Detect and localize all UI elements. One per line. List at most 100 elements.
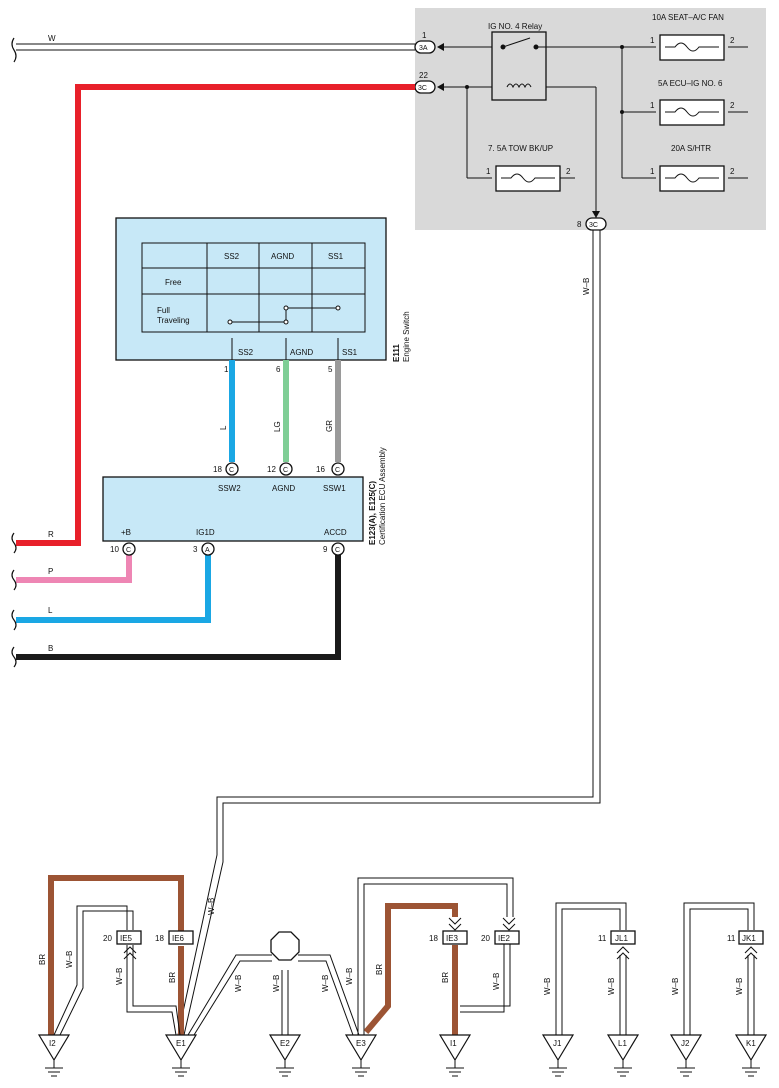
- junction-ie6: IE6 18: [155, 930, 194, 945]
- arrow-up-icon: [744, 946, 758, 960]
- svg-text:3C: 3C: [589, 222, 598, 229]
- fuse-s-htr: 20A S/HTR 1 2: [650, 144, 735, 192]
- svg-text:10: 10: [110, 545, 119, 554]
- pin-6: 6: [276, 365, 281, 374]
- wire-wb-splice: [187, 954, 360, 1036]
- ground-symbol-icon: [446, 1060, 464, 1077]
- wire-label-br: BR: [375, 964, 384, 975]
- ground-e1: E1: [164, 1034, 198, 1077]
- ground-triangle-icon: [541, 1034, 575, 1062]
- svg-text:11: 11: [727, 934, 736, 943]
- svg-text:5A ECU–IG NO. 6: 5A ECU–IG NO. 6: [658, 79, 723, 88]
- junction-dot: [620, 110, 624, 114]
- ground-symbol-icon: [614, 1060, 632, 1077]
- svg-text:JK1: JK1: [742, 934, 756, 943]
- connector-3a: 3A 1: [414, 31, 436, 54]
- svg-text:3: 3: [193, 545, 198, 554]
- svg-text:AGND: AGND: [272, 484, 295, 493]
- svg-text:C: C: [335, 467, 340, 474]
- wire-label-wb: W–B: [735, 978, 744, 995]
- wire-label-wb: W–B: [65, 951, 74, 968]
- wire-label-wb: W–B: [272, 975, 281, 992]
- terminal-ss2: SS2: [238, 348, 254, 357]
- wire-label-w: W: [48, 34, 56, 43]
- wire-wb-j1-jl1: [555, 902, 627, 1035]
- terminal-ss1: SS1: [342, 348, 358, 357]
- fuse-seat-ac: 10A SEAT–A/C FAN 1 2: [650, 13, 735, 61]
- ecu-connector-18c: C 18 SSW2: [213, 462, 241, 493]
- junction-ie2: IE2 20: [481, 930, 520, 945]
- arrow-icon: [437, 83, 444, 91]
- svg-text:20A S/HTR: 20A S/HTR: [671, 144, 711, 153]
- wire-wb-main: [177, 230, 601, 1036]
- ground-symbol-icon: [172, 1060, 190, 1077]
- ecu-connector-9c: C 9: [323, 542, 345, 556]
- svg-text:10A SEAT–A/C FAN: 10A SEAT–A/C FAN: [652, 13, 724, 22]
- ecu-connector-3a: A 3: [193, 542, 215, 556]
- ground-label: E1: [176, 1039, 186, 1048]
- svg-text:1: 1: [422, 31, 427, 40]
- wire-label-wb: W–B: [492, 973, 501, 990]
- svg-text:16: 16: [316, 465, 325, 474]
- ground-k1: K1: [734, 1034, 768, 1077]
- wire-label-b: B: [48, 644, 53, 653]
- ecu-connector-10c: C 10: [110, 542, 136, 556]
- pin-1: 1: [224, 365, 229, 374]
- ground-label: J1: [553, 1039, 562, 1048]
- ground-triangle-icon: [268, 1034, 302, 1062]
- engine-switch-table: [141, 242, 366, 333]
- connector-3c-top: 3C 22: [414, 71, 436, 94]
- ground-symbol-icon: [352, 1060, 370, 1077]
- switch-contact-dot: [335, 305, 341, 311]
- wire-p: [16, 549, 132, 583]
- svg-text:2: 2: [730, 36, 735, 45]
- splice-octagon-icon: [270, 931, 300, 961]
- wire-label-l: L: [219, 425, 228, 430]
- junction-jl1: JL1 11: [598, 930, 636, 945]
- wire-label-wb: W–B: [582, 278, 591, 295]
- wire-label-lg: LG: [273, 421, 282, 432]
- terminal-agnd: AGND: [290, 348, 313, 357]
- cert-ecu-code: E123(A), E125(C): [368, 481, 377, 545]
- junction-ie5: IE5 20: [103, 930, 142, 960]
- svg-text:1: 1: [650, 167, 655, 176]
- ground-label: I1: [450, 1039, 457, 1048]
- ground-triangle-icon: [606, 1034, 640, 1062]
- svg-text:18: 18: [213, 465, 222, 474]
- svg-text:22: 22: [419, 71, 428, 80]
- wire-label-wb: W–B: [671, 978, 680, 995]
- ground-label: K1: [746, 1039, 756, 1048]
- wire-label-wb: W–B: [115, 968, 124, 985]
- svg-text:7. 5A TOW BK/UP: 7. 5A TOW BK/UP: [488, 144, 553, 153]
- wire-label-wb: W–B: [207, 898, 216, 915]
- relay-symbol: [491, 31, 547, 101]
- ground-i2: I2: [37, 1034, 71, 1077]
- ground-l1: L1: [606, 1034, 640, 1077]
- svg-text:IE6: IE6: [172, 934, 185, 943]
- svg-text:1: 1: [650, 101, 655, 110]
- relay-label: IG NO. 4 Relay: [488, 22, 542, 31]
- svg-text:C: C: [229, 467, 234, 474]
- svg-text:18: 18: [429, 934, 438, 943]
- wire-label-wb: W–B: [607, 978, 616, 995]
- switch-contact-dot: [283, 319, 289, 325]
- ground-triangle-icon: [669, 1034, 703, 1062]
- junction-dot: [620, 45, 624, 49]
- switch-contact-dot: [283, 305, 289, 311]
- engine-switch-body: [115, 217, 387, 361]
- junction-dot: [465, 85, 469, 89]
- wire-l: [16, 549, 211, 623]
- svg-text:SSW2: SSW2: [218, 484, 241, 493]
- wire-b: [16, 549, 341, 660]
- svg-text:1: 1: [486, 167, 491, 176]
- table-header-ss2: SS2: [224, 252, 240, 261]
- ground-j2: J2: [669, 1034, 703, 1077]
- svg-text:3A: 3A: [419, 45, 428, 52]
- wire-wb-j2-jk1: [683, 902, 755, 1035]
- svg-text:18: 18: [155, 934, 164, 943]
- svg-text:20: 20: [481, 934, 490, 943]
- ecu-terminal-accd: ACCD: [324, 528, 347, 537]
